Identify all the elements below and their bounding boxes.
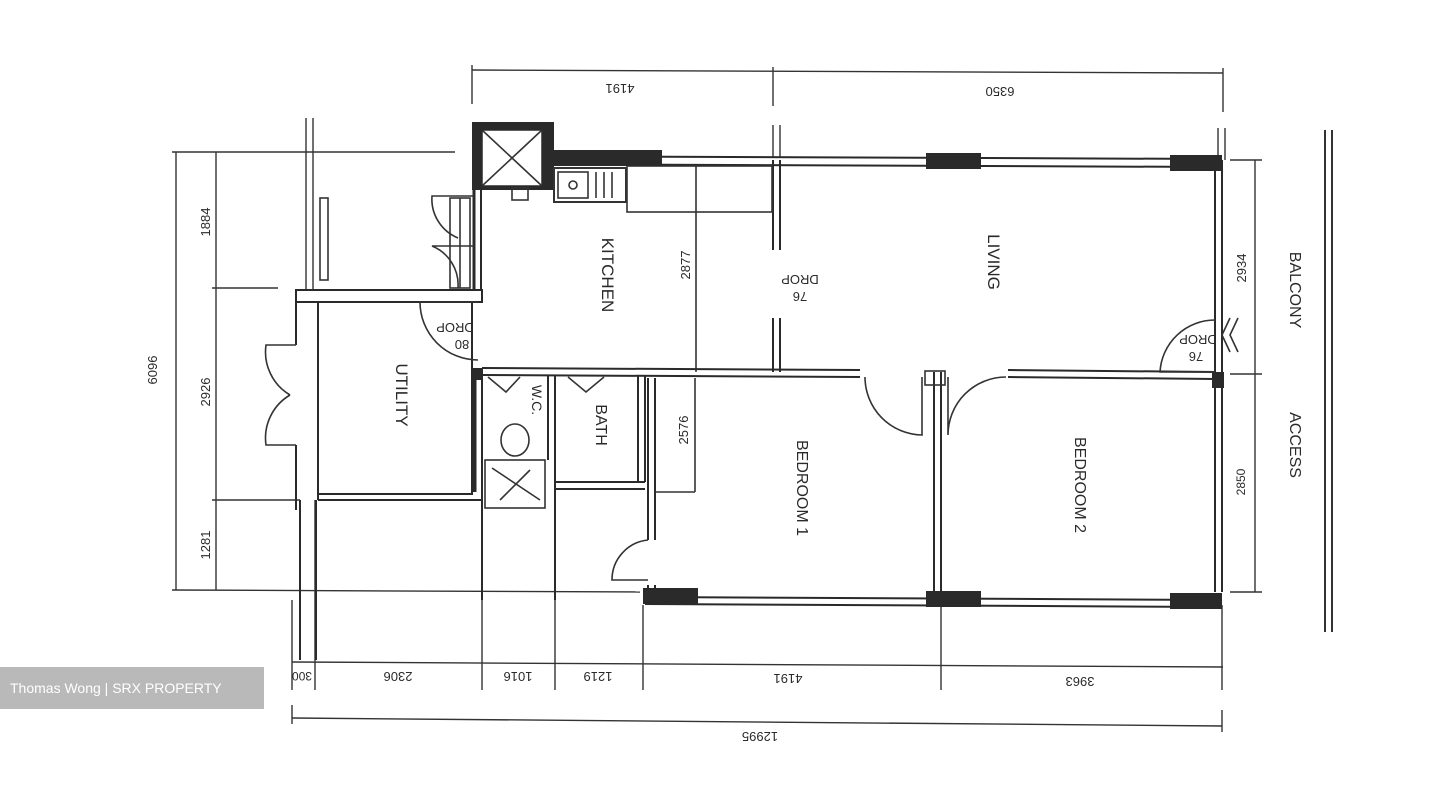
dim-bedroom1-depth: 2576 [676, 416, 691, 445]
room-kitchen: KITCHEN [598, 238, 617, 313]
dim-left-1: 1884 [198, 208, 213, 237]
room-wc: W.C. [529, 385, 545, 415]
living-drop-value: 76 [793, 289, 807, 304]
dim-left-2: 2926 [198, 378, 213, 407]
dim-left-3: 1281 [198, 531, 213, 560]
dim-bottom-5: 4191 [774, 671, 803, 686]
doors [264, 195, 1239, 581]
room-bedroom2: BEDROOM 2 [1071, 437, 1088, 533]
dim-kitchen-depth: 2877 [678, 251, 693, 280]
room-labels: KITCHEN LIVING UTILITY W.C. BATH BEDROOM… [392, 234, 1303, 536]
room-utility: UTILITY [392, 363, 411, 426]
room-living: LIVING [984, 234, 1003, 290]
dim-top-left: 4191 [606, 81, 635, 96]
room-bath: BATH [592, 404, 609, 445]
dim-right-lower: 2850 [1234, 468, 1248, 495]
walls [295, 155, 1223, 660]
watermark: Thomas Wong | SRX PROPERTY [0, 667, 264, 709]
columns [319, 122, 1224, 609]
dim-bottom-3: 1016 [504, 669, 533, 684]
dim-top-right: 6350 [986, 84, 1015, 99]
kitchen-drop-value: 80 [455, 337, 469, 352]
dim-bottom-2: 2306 [384, 669, 413, 684]
balcony-drop-value: 76 [1189, 349, 1203, 364]
drop-labels: 80 DROP 76 DROP 76 DROP [436, 272, 1217, 364]
dim-left-overall: 6096 [145, 356, 160, 385]
dim-bottom-6: 3963 [1066, 674, 1095, 689]
living-drop-label: DROP [781, 272, 819, 287]
dim-bottom-1: 300 [292, 669, 312, 683]
dim-right-upper: 2934 [1234, 254, 1249, 283]
dim-bottom-overall: 12995 [742, 729, 778, 744]
dim-bottom-4: 1219 [584, 669, 613, 684]
dimension-labels: 4191 6350 6096 1884 2926 1281 300 2306 1… [145, 81, 1249, 744]
room-bedroom1: BEDROOM 1 [793, 440, 810, 536]
balcony-drop-label: DROP [1179, 332, 1217, 347]
label-balcony: BALCONY [1286, 252, 1303, 329]
label-access: ACCESS [1286, 412, 1303, 478]
kitchen-drop-label: DROP [436, 320, 474, 335]
